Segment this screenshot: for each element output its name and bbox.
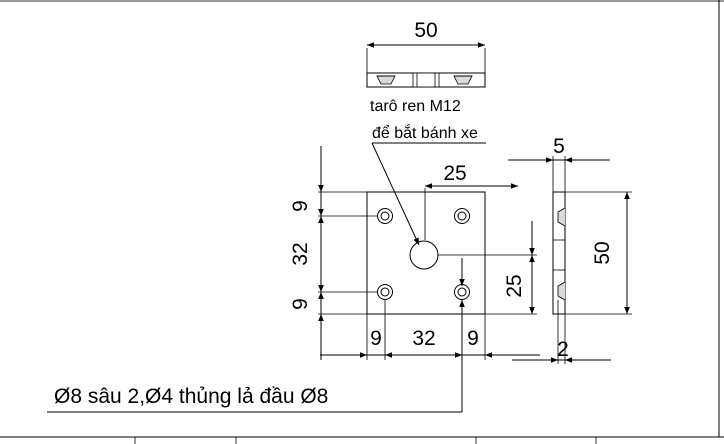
top-view: 50 [366,19,486,88]
hole-callout-text: Ø8 sâu 2,Ø4 thủng lả đầu Ø8 [54,385,328,408]
top-width-dim: 50 [414,19,437,42]
side-view-plate [552,191,566,315]
side-view: 5 50 2 [508,135,632,364]
note-line-1: tarô ren M12 [370,98,461,115]
bottom-mid-dim: 32 [412,327,435,350]
side-height-dim: 50 [591,241,614,264]
left-mid-dim: 32 [289,242,312,265]
front-view: 25 9 32 9 25 9 32 9 [289,146,540,360]
front-view-plate [366,191,486,315]
hole-callout: Ø8 sâu 2,Ø4 thủng lả đầu Ø8 [47,258,465,413]
thread-note: tarô ren M12 để bắt bánh xe [370,98,486,246]
left-top-dim: 9 [289,200,312,212]
top-half-dim: 25 [443,162,466,185]
side-thickness-dim: 5 [553,135,565,158]
bottom-right-dim: 9 [467,327,479,350]
bottom-left-dim: 9 [370,327,382,350]
corner-holes [377,208,470,300]
side-depth-dim: 2 [557,338,569,361]
left-bot-dim: 9 [289,298,312,310]
center-tapped-hole [409,240,439,270]
right-half-dim: 25 [503,274,526,297]
note-leader-line [371,142,420,246]
note-line-2: để bắt bánh xe [372,123,478,142]
